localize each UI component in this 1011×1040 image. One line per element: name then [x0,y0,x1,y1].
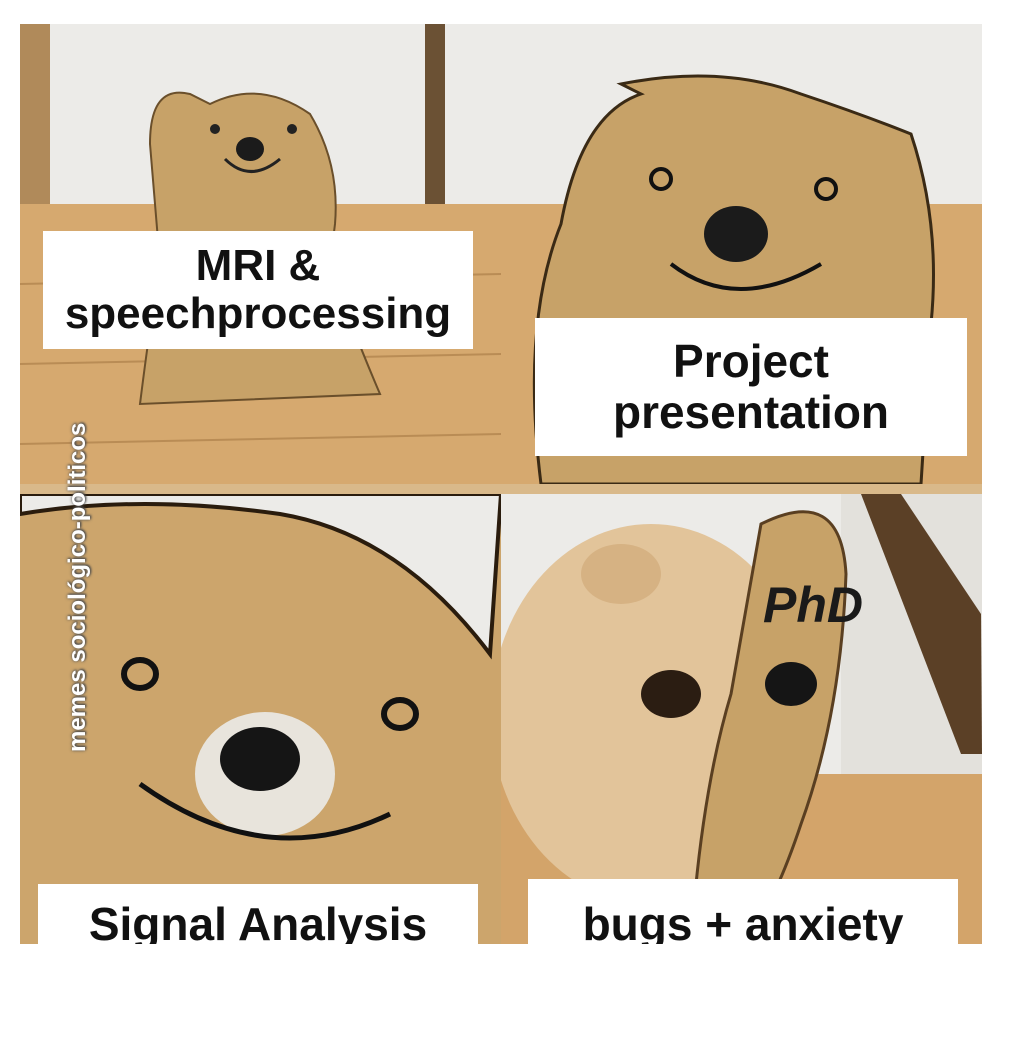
caption-2: Project presentation [535,318,967,456]
panel-4: PhD bugs + anxiety [501,494,982,944]
panel-3-photo [20,494,501,944]
panel-3: Signal Analysis [20,494,501,944]
watermark: memes sociológico-politicos [64,422,91,752]
caption-1: MRI & speechprocessing [43,231,473,349]
panel-2: Project presentation [501,24,982,484]
caption-3: Signal Analysis [38,884,478,944]
panel-1: MRI & speechprocessing [20,24,501,484]
meme-image: MRI & speechprocessing Project presentat… [20,24,982,944]
phd-label: PhD [763,577,863,633]
panel-divider [20,484,982,494]
caption-4: bugs + anxiety [528,879,958,944]
panel-4-photo [501,494,982,944]
